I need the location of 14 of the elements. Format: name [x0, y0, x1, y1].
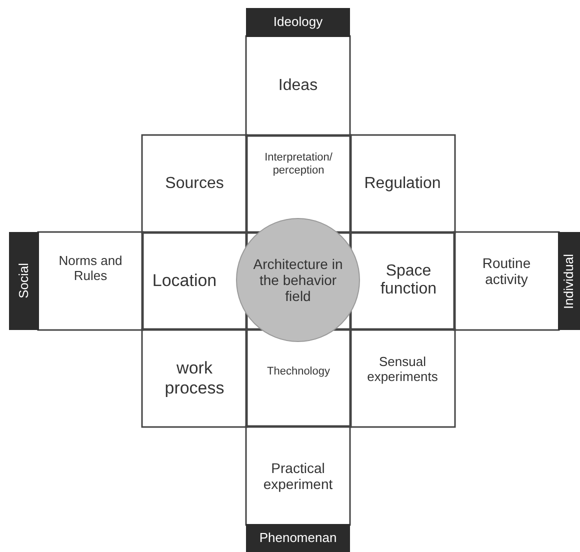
category-label: Individual: [562, 254, 576, 308]
category-bar: [246, 8, 350, 37]
cell-text: Location: [152, 271, 217, 291]
category-label: Phenomenan: [259, 530, 337, 546]
circle-text: Architecture in the behavior field: [252, 256, 344, 304]
category-bar: [9, 232, 39, 330]
category-label: Ideology: [273, 15, 323, 30]
category-bar: [558, 232, 580, 330]
category-label: Social: [16, 263, 32, 299]
category-bar: [246, 524, 350, 552]
cell-text: Sources: [165, 174, 224, 194]
cell-text: Regulation: [364, 174, 441, 194]
cell-text: Ideas: [278, 76, 318, 96]
cell-text: Thechnology: [267, 366, 330, 378]
